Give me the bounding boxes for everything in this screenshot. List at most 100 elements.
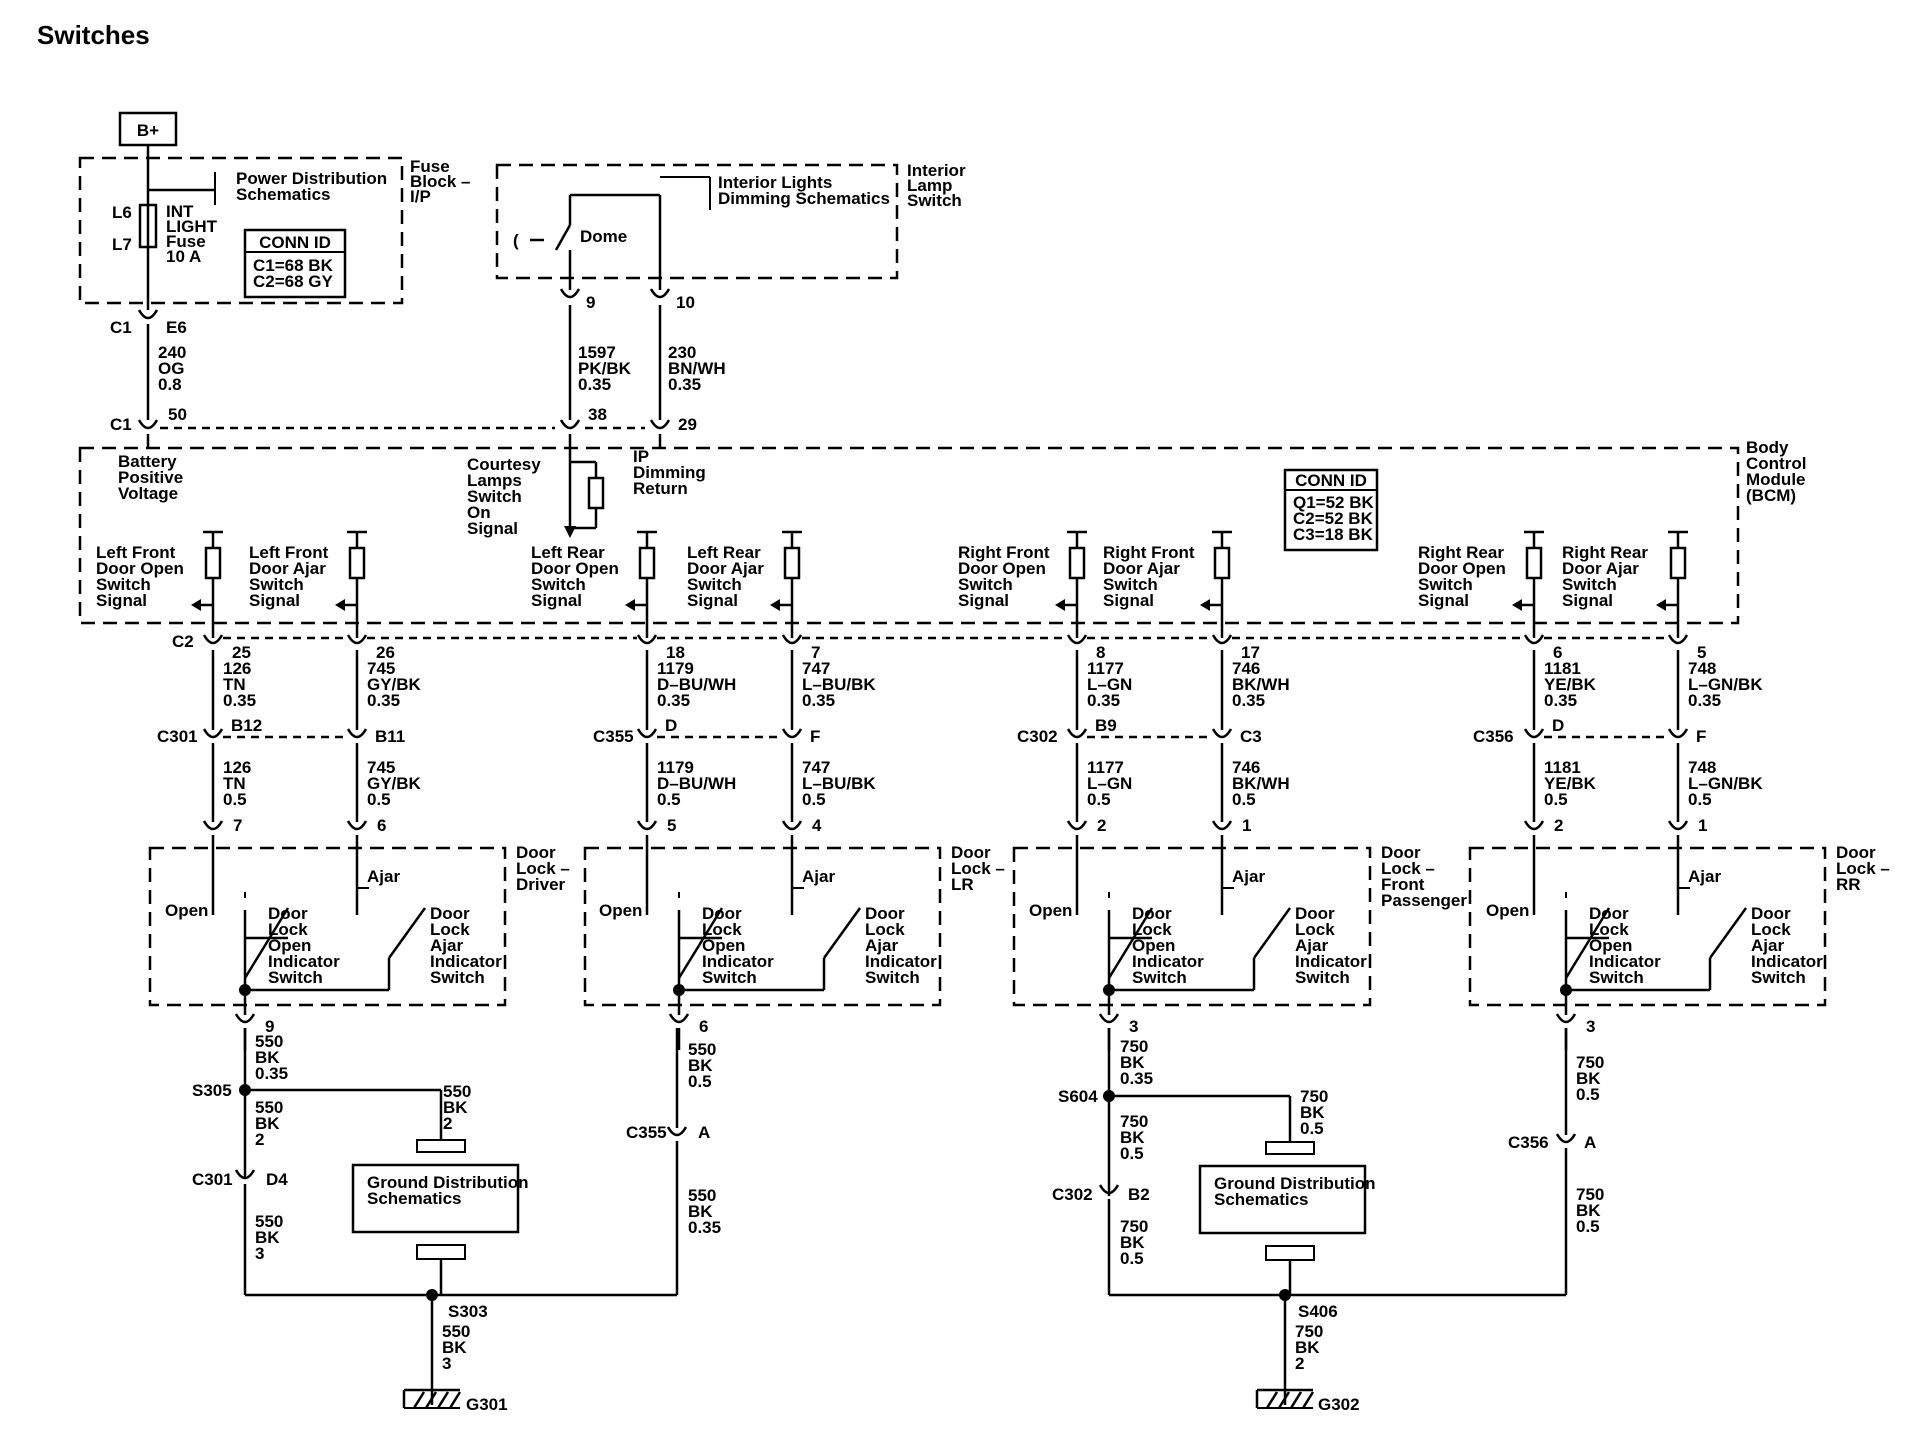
courtesy-wire-label: 1597 <box>578 343 616 362</box>
bcm-c2-pin-label: 8 <box>1096 643 1105 662</box>
gl-wire-top: 550 <box>255 1032 283 1051</box>
c301-d4-connector <box>234 1169 256 1180</box>
c302-b2-name: C302 <box>1052 1185 1093 1204</box>
door-connector <box>781 820 803 831</box>
door-signal-label: Switch <box>687 575 742 594</box>
door-signal-label: Signal <box>249 591 300 610</box>
ip-dimming-label: Return <box>633 479 688 498</box>
bcm-pin-29 <box>649 419 671 430</box>
ajar-switch-label: Switch <box>1295 968 1350 987</box>
open-switch-label: Switch <box>1132 968 1187 987</box>
ip-dimming-label: Dimming <box>633 463 706 482</box>
inline-connector-name: C355 <box>593 727 634 746</box>
lower-wire-label: L–GN/BK <box>1688 774 1763 793</box>
gr-wire-mid: 0.5 <box>1120 1144 1144 1163</box>
door-ajar-label: Ajar <box>1232 867 1265 886</box>
open-switch-label: Open <box>1589 936 1632 955</box>
lower-wire-label: 0.5 <box>1544 790 1568 809</box>
rr-wire-low: 750 <box>1576 1185 1604 1204</box>
lower-wire-label: L–GN <box>1087 774 1132 793</box>
c356-a-pin: A <box>1584 1133 1596 1152</box>
lower-wire-label: GY/BK <box>367 774 422 793</box>
ajar-switch-label: Ajar <box>430 936 463 955</box>
lower-wire-label: 747 <box>802 758 830 777</box>
door-open-label: Open <box>599 901 642 920</box>
ajar-switch-label: Ajar <box>1751 936 1784 955</box>
lower-wire-label: L–BU/BK <box>802 774 876 793</box>
ajar-switch-label: Ajar <box>865 936 898 955</box>
gl-wire-ground: BK <box>442 1338 467 1357</box>
ajar-switch-label: Lock <box>1295 920 1335 939</box>
lower-wire-label: 126 <box>223 758 251 777</box>
fuse-conn-id-line: C1=68 BK <box>253 256 334 275</box>
courtesy-wire-label: 0.35 <box>578 375 611 394</box>
power-wire-label: OG <box>158 359 184 378</box>
upper-wire-label: 0.35 <box>1087 691 1120 710</box>
upper-wire-label: BK/WH <box>1232 675 1290 694</box>
upper-wire-label: L–GN <box>1087 675 1132 694</box>
lower-wire-label: 1179 <box>657 758 694 777</box>
open-switch-label: Door <box>268 904 308 923</box>
bcm-label: Control <box>1746 454 1806 473</box>
ground-dist-box-left <box>351 1163 520 1234</box>
gl-wire-ground: 550 <box>442 1322 470 1341</box>
fuse-block-label: Fuse <box>410 157 450 176</box>
resistor-icon <box>587 476 605 510</box>
upper-wire-label: D–BU/WH <box>657 675 736 694</box>
door-lock-label: Door <box>951 843 991 862</box>
door-signal-label: Right Rear <box>1562 543 1648 562</box>
ground-dist-bracket <box>416 1244 466 1260</box>
door-pin-label: 1 <box>1242 816 1251 835</box>
lr-wire-top: BK <box>688 1056 713 1075</box>
fuse-conn-id-box <box>243 228 347 299</box>
fuse-block-label: I/P <box>410 187 431 206</box>
upper-wire-label: L–GN/BK <box>1688 675 1763 694</box>
inline-pin-label: D <box>1552 716 1564 735</box>
door-signal-label: Door Open <box>531 559 619 578</box>
door-lock-label: Front <box>1381 875 1425 894</box>
ajar-switch-contact <box>1708 907 1748 959</box>
c302-b2-connector <box>1098 1184 1120 1195</box>
gl-wire-top: BK <box>255 1048 280 1067</box>
c1-bcm-connector <box>137 419 159 430</box>
resistor-icon <box>1525 546 1543 580</box>
upper-wire-label: YE/BK <box>1544 675 1597 694</box>
inline-connector-name: C302 <box>1017 727 1058 746</box>
ajar-switch-label: Indicator <box>1751 952 1823 971</box>
open-switch-label: Indicator <box>1589 952 1661 971</box>
open-switch-label: Lock <box>268 920 308 939</box>
inline-connector-name: C356 <box>1473 727 1514 746</box>
dimming-wire-label: BN/WH <box>668 359 726 378</box>
courtesy-label: Switch <box>467 487 522 506</box>
arrow-head-icon <box>1200 599 1210 611</box>
lr-wire-top: 550 <box>688 1040 716 1059</box>
door-signal-label: Signal <box>1562 591 1613 610</box>
ajar-switch-label: Lock <box>1751 920 1791 939</box>
fuse-conn-id-line: C2=68 GY <box>253 272 334 291</box>
bcm-conn-id-line: C3=18 BK <box>1293 525 1374 544</box>
door-lock-label: Lock – <box>1381 859 1435 878</box>
door-lock-box <box>583 846 942 1007</box>
ajar-switch-contact <box>387 907 427 959</box>
bcm-c2-pin <box>202 634 224 645</box>
door-ground-pin: 6 <box>699 1017 708 1036</box>
open-switch-label: Indicator <box>1132 952 1204 971</box>
bcm-conn-id-title: CONN ID <box>1295 471 1367 490</box>
ajar-switch-label: Ajar <box>1295 936 1328 955</box>
door-signal-label: Signal <box>1418 591 1469 610</box>
gr-wire-top: 750 <box>1120 1037 1148 1056</box>
lower-wire-label: 0.5 <box>1087 790 1111 809</box>
gl-branch-wire: 2 <box>443 1114 452 1133</box>
gl-wire-mid: 550 <box>255 1098 283 1117</box>
c355-a-pin: A <box>698 1123 710 1142</box>
resistor-icon <box>1068 546 1086 580</box>
arrow-head-icon <box>1055 599 1065 611</box>
door-signal-label: Left Front <box>249 543 329 562</box>
door-connector <box>346 820 368 831</box>
courtesy-wire-label: PK/BK <box>578 359 632 378</box>
gl-wire-top: 0.35 <box>255 1064 288 1083</box>
inline-connector <box>346 728 368 739</box>
upper-wire-label: 746 <box>1232 659 1260 678</box>
open-switch-label: Switch <box>268 968 323 987</box>
gr-wire-ground: BK <box>1295 1338 1320 1357</box>
